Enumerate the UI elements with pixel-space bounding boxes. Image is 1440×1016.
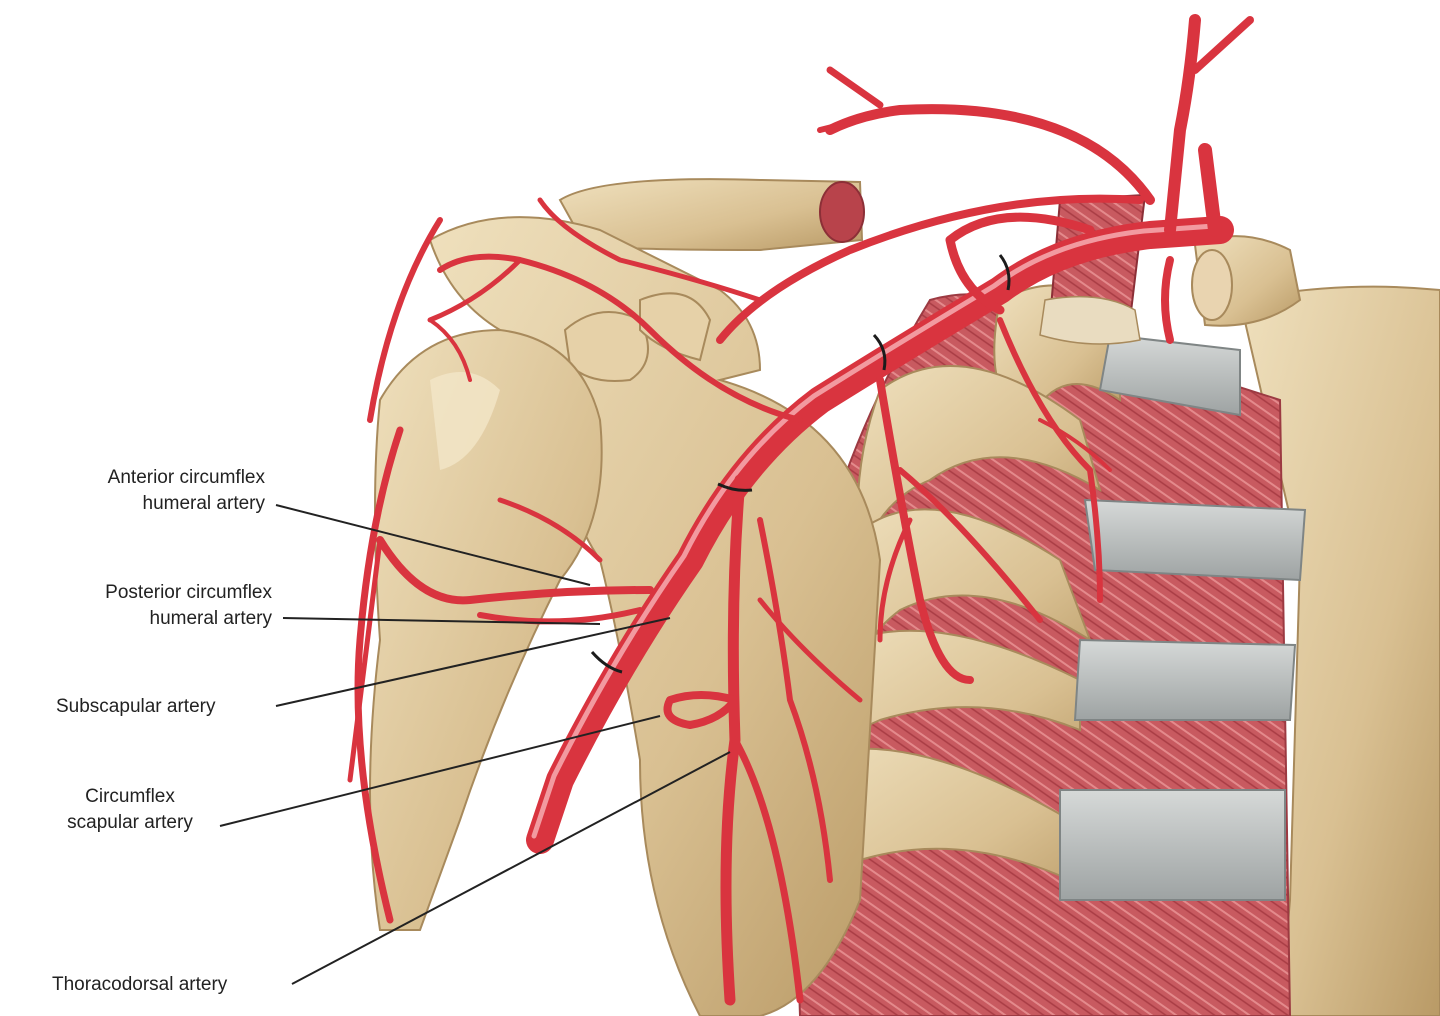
- label-subscapular-artery: Subscapular artery: [56, 694, 215, 720]
- humerus: [369, 328, 603, 931]
- ligature-marks: [590, 254, 1011, 674]
- leader-thoracodorsal: [291, 751, 731, 985]
- leader-circumflex-scapular: [219, 715, 661, 827]
- label-posterior-circumflex-humeral-artery: Posterior circumflex humeral artery: [105, 580, 272, 632]
- label-line: humeral artery: [149, 608, 273, 629]
- clavicle: [558, 178, 1302, 327]
- label-line: scapular artery: [67, 812, 193, 833]
- costal-cartilages: [1059, 333, 1307, 901]
- label-line: Subscapular artery: [56, 696, 216, 717]
- leader-subscapular: [275, 617, 671, 707]
- label-line: humeral artery: [142, 493, 266, 514]
- leader-anterior-circumflex: [275, 504, 591, 586]
- label-line: Circumflex: [85, 786, 175, 807]
- arteries: [347, 14, 1254, 1006]
- label-line: Thoracodorsal artery: [52, 974, 228, 995]
- leader-posterior-circumflex: [282, 617, 601, 625]
- leader-lines: [219, 504, 731, 985]
- label-thoracodorsal-artery: Thoracodorsal artery: [52, 972, 227, 998]
- label-line: Posterior circumflex: [105, 582, 272, 603]
- label-circumflex-scapular-artery: Circumflex scapular artery: [40, 784, 220, 836]
- label-anterior-circumflex-humeral-artery: Anterior circumflex humeral artery: [108, 465, 265, 517]
- label-line: Anterior circumflex: [107, 467, 265, 488]
